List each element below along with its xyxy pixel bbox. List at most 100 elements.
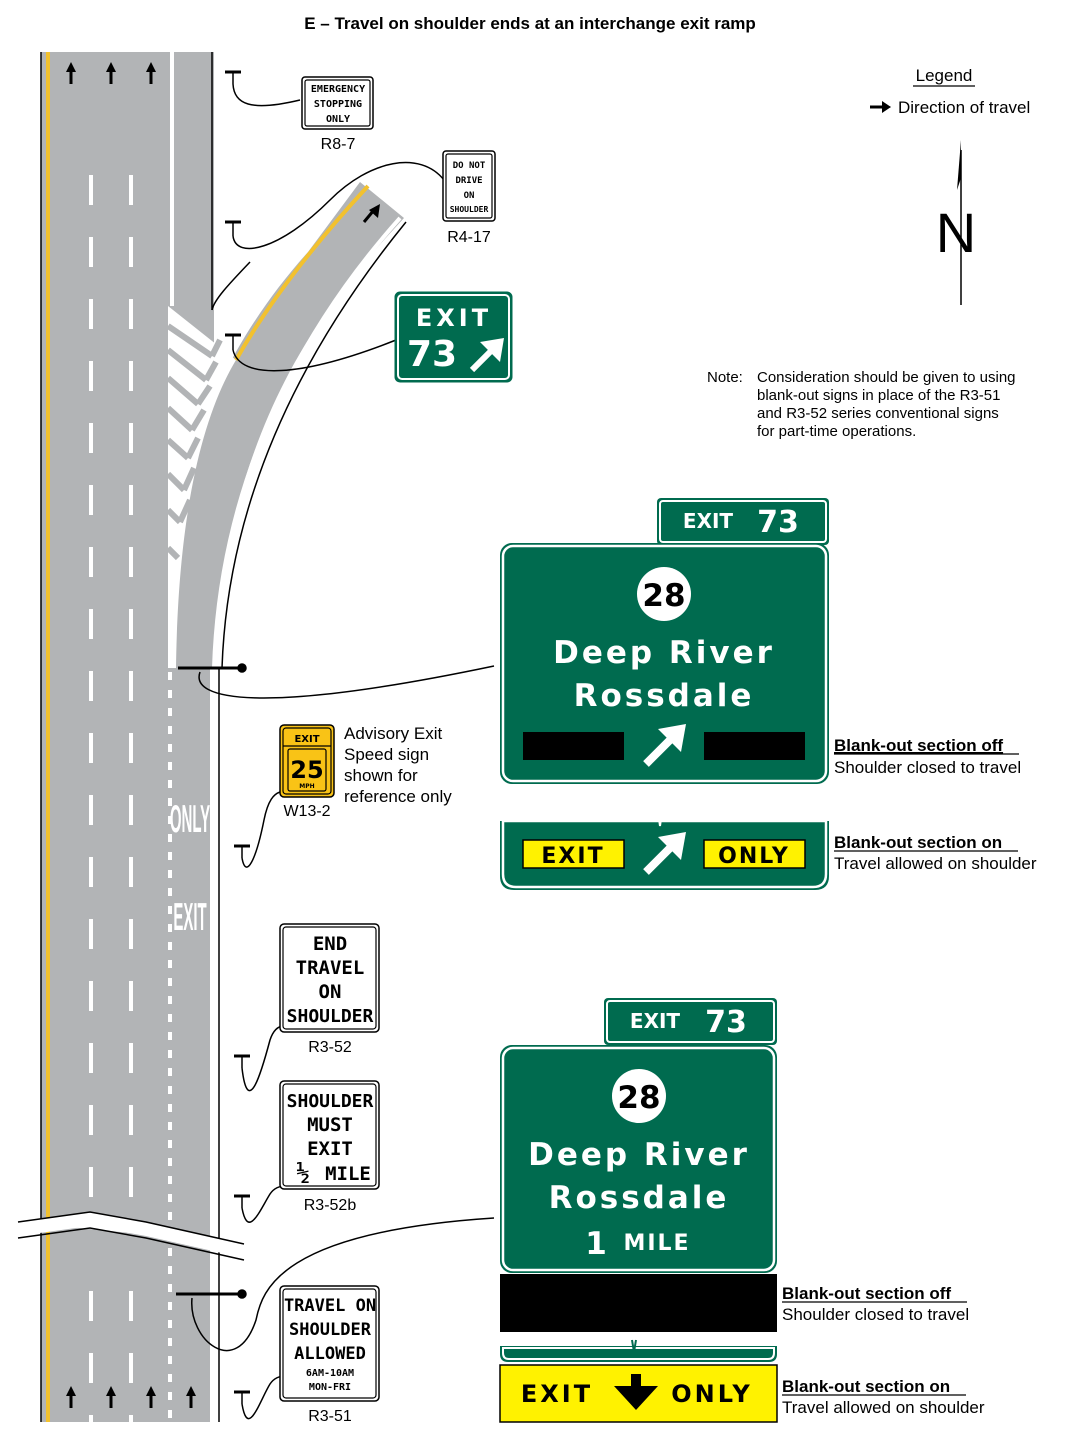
note-line-1: Consideration should be given to using [757,369,1016,386]
lane-lines [89,175,133,1440]
lower-panel-exit: EXIT [521,1380,593,1408]
r3-52b-line-2: MUST [307,1114,353,1136]
lane-arrow-icon [106,1386,116,1408]
lower-down-arrow-icon [614,1374,658,1410]
r3-52b-line-3: EXIT [307,1138,353,1160]
r8-7-line-1: EMERGENCY [311,84,365,95]
upper-panel-exit-box [522,839,625,869]
post-r4-17 [225,220,241,236]
mainline-pavement [41,52,214,1422]
w13-2-caption-2: Speed sign [344,745,429,764]
upper-route-number: 28 [642,578,685,614]
w13-2-caption-4: reference only [344,787,452,806]
upper-panel-arrow-icon [643,832,686,875]
r4-17-line-1: DO NOT [453,161,486,171]
lower-off-label: Blank-out section off [782,1284,951,1303]
sign-r4-17: DO NOT DRIVE ON SHOULDER R4-17 [442,150,496,246]
w13-2-top: EXIT [294,734,319,745]
lane-arrow-icon [146,1386,156,1408]
r3-52-line-1: END [313,933,347,955]
pavement-word-exit: EXIT [173,896,206,940]
w13-2-speed: 25 [290,756,323,784]
note-label: Note: [707,369,743,386]
upper-tab-exit: EXIT [683,509,734,533]
w13-2-caption-3: shown for [344,766,418,785]
r8-7-code: R8-7 [321,136,356,153]
sign-w13-2: EXIT 25 MPH W13-2 Advisory Exit Speed si… [279,724,452,820]
upper-blank-right [704,732,805,760]
upper-on-label: Blank-out section on [834,833,1002,852]
r3-52-line-4: SHOULDER [287,1006,374,1027]
r8-7-line-3: ONLY [326,114,350,125]
sign-r3-51: TRAVEL ON SHOULDER ALLOWED 6AM-10AM MON-… [279,1285,380,1425]
r4-17-line-3: ON [464,191,475,201]
upper-panel-exit: EXIT [541,844,604,869]
r3-51-code: R3-51 [308,1408,352,1425]
lane-arrow-icon [146,62,156,84]
exit-gore-number: 73 [407,334,457,375]
legend-heading: Legend [916,66,973,85]
upper-arrow-icon [643,724,686,767]
r3-51-line-2: SHOULDER [289,1320,372,1340]
upper-tab-number: 73 [757,505,799,540]
sign-r3-52b: SHOULDER MUST EXIT ½ MILE R3-52b [279,1080,380,1214]
guide-sign-upper: EXIT 73 28 Deep River Rossdale EXIT ONLY… [500,498,1037,890]
lower-dest-2: Rossdale [549,1180,730,1216]
upper-off-desc: Shoulder closed to travel [834,758,1021,777]
r3-52b-fraction: ½ [296,1161,309,1186]
north-arrow-icon [957,140,962,305]
lower-route-number: 28 [617,1080,660,1116]
lane-arrow-icon [186,1386,196,1408]
w13-2-caption-1: Advisory Exit [344,724,443,743]
lower-tab-exit: EXIT [630,1009,681,1033]
upper-panel-only: ONLY [718,844,790,869]
ramp-white-edge [212,216,402,669]
r4-17-line-4: SHOULDER [450,205,489,214]
r3-51-line-3: ALLOWED [294,1344,366,1364]
lower-distance-number: 1 [585,1226,607,1262]
r3-52-code: R3-52 [308,1039,352,1056]
r8-7-line-2: STOPPING [314,99,362,110]
legend: Legend Direction of travel N [870,66,1030,305]
lane-arrow-icon [106,62,116,84]
post-w13-2 [234,844,250,858]
lane-arrows [66,62,196,1408]
r3-52b-line-1: SHOULDER [287,1091,374,1112]
lower-blank-panel [500,1274,777,1332]
guide-sign-lower: EXIT 73 28 Deep River Rossdale 1 MILE EX… [499,998,985,1423]
w13-2-code: W13-2 [283,803,330,820]
post-exit-gore [225,333,241,350]
w13-2-unit: MPH [299,783,314,790]
r4-17-code: R4-17 [447,229,491,246]
lane-arrow-icon [66,1386,76,1408]
note: Note: Consideration should be given to u… [707,369,1016,440]
r3-51-line-1: TRAVEL ON [284,1296,376,1316]
north-label: N [936,201,976,264]
note-line-3: and R3-52 series conventional signs [757,405,999,422]
ramp-yellow-line [234,184,370,361]
overhead-structure-lower [176,1289,247,1299]
upper-off-label: Blank-out section off [834,736,1003,755]
r3-52b-mile: MILE [325,1163,371,1185]
note-line-2: blank-out signs in place of the R3-51 [757,387,1000,404]
sign-exit-gore: EXIT 73 [394,291,513,383]
sign-posts [176,70,495,1420]
overhead-structure-upper [178,663,247,673]
gore-chevrons [165,323,223,561]
freeway-mainline: ONLY EXIT [17,52,407,1440]
post-r3-52b [234,1194,250,1208]
lower-dest-1: Deep River [528,1137,750,1173]
upper-dest-1: Deep River [553,635,775,671]
r3-52-line-3: ON [319,981,342,1003]
r3-52b-code: R3-52b [304,1197,357,1214]
upper-blank-left [523,732,624,760]
r4-17-line-2: DRIVE [455,176,482,186]
upper-panel-only-box [703,839,806,869]
lower-on-label: Blank-out section on [782,1377,950,1396]
post-r3-51 [234,1390,250,1404]
note-line-4: for part-time operations. [757,423,916,440]
post-r3-52 [234,1054,250,1068]
r3-52-line-2: TRAVEL [296,957,365,979]
